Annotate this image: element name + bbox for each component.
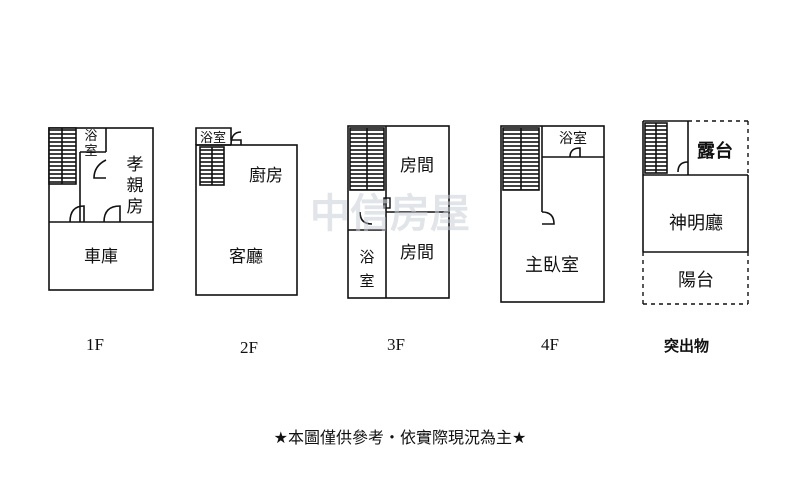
room-bedroom-3f-b: 房間 <box>400 243 434 263</box>
floor-4f-plan <box>500 125 605 303</box>
room-bath-3f-b: 室 <box>359 272 374 290</box>
watermark: 中信房屋 <box>310 191 470 237</box>
floor-1f-plan <box>48 127 154 291</box>
door-arc <box>103 205 121 223</box>
floor-label-4f: 4F <box>541 335 559 354</box>
footnote: ★本圖僅供參考・依實際現況為主★ <box>273 428 527 447</box>
room-parent-3: 房 <box>127 197 144 217</box>
floor-label-3f: 3F <box>387 335 405 354</box>
room-bath-4f: 浴室 <box>559 130 587 147</box>
door-arc <box>230 131 242 146</box>
room-shrine: 神明廳 <box>669 213 723 234</box>
room-parent-1: 孝 <box>127 155 144 175</box>
room-terrace: 露台 <box>697 140 733 162</box>
room-kitchen: 廚房 <box>249 165 283 186</box>
room-balcony: 陽台 <box>678 270 714 291</box>
floor-roof-plan <box>642 120 749 305</box>
room-bedroom-3f-a: 房間 <box>400 156 434 176</box>
room-bath-1f-a: 浴 <box>84 129 97 144</box>
floor-label-roof: 突出物 <box>664 339 710 355</box>
door-arc <box>569 147 581 158</box>
door-arc <box>93 159 107 179</box>
door-arc <box>677 161 689 173</box>
door-arc <box>541 211 555 225</box>
door-arc <box>359 211 373 225</box>
floor-label-1f: 1F <box>86 335 104 354</box>
floor-2f-plan <box>195 127 298 296</box>
room-bath-1f-b: 室 <box>84 143 97 159</box>
room-bath-3f-a: 浴 <box>359 248 374 266</box>
room-parent-2: 親 <box>127 176 144 196</box>
room-bath-2f: 浴室 <box>200 130 226 146</box>
door-arc <box>69 205 85 223</box>
floor-3f-plan <box>347 125 450 299</box>
room-garage: 車庫 <box>84 247 118 267</box>
floor-label-2f: 2F <box>240 338 258 357</box>
room-master-bedroom: 主臥室 <box>525 255 579 276</box>
room-living: 客廳 <box>229 247 263 267</box>
